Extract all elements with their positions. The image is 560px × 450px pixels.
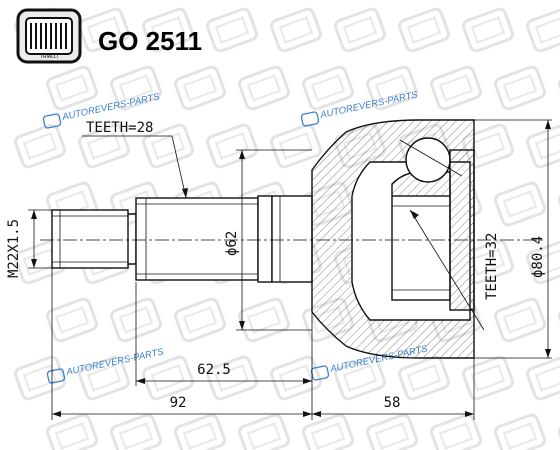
background-logo-tile [428,63,484,113]
background-logo-tile [172,411,228,450]
background-logo-tile [204,5,260,55]
background-logo-tile [524,353,560,403]
background-logo-tile [172,295,228,345]
background-logo-tile [236,63,292,113]
background-logo-tile [364,411,420,450]
background-logo-tile [236,411,292,450]
background-logo-tile [524,5,560,55]
background-logo-tile [268,121,324,171]
background-logo-tile [492,295,548,345]
background-logo-tile [524,121,560,171]
background-logo-tile [492,411,548,450]
background-logo-tile [396,5,452,55]
teeth-shaft-label: TEETH=28 [86,120,153,136]
length-92-label: 92 [170,395,187,411]
length-62-5-label: 62.5 [197,362,231,378]
dimension-lines [28,119,552,420]
background-logo-tile [396,353,452,403]
background-logo-tile [236,295,292,345]
length-58-label: 58 [384,395,401,411]
background-logo-tile [44,411,100,450]
background-logo-tile [204,121,260,171]
background-logo-tile [44,63,100,113]
watermark-text: AUTOREVERS-PARTS [64,346,165,378]
brand-logo-text: TRIALLI [40,54,58,60]
background-logo-tile [492,179,548,229]
background-logo-tile [140,353,196,403]
background-logo-tile [460,5,516,55]
teeth-housing-label: TEETH=32 [484,233,500,300]
housing-diameter-label: ϕ80.4 [530,236,546,278]
background-logo-tile [332,5,388,55]
shaft-diameter-label: ϕ62 [224,231,240,256]
brand-logo: TRIALLI [16,8,82,64]
background-logo-tile [12,353,68,403]
background-logo-tile [12,121,68,171]
background-logo-tile [492,63,548,113]
background-logo-tile [44,295,100,345]
watermark-bottom-left: AUTOREVERS-PARTS [46,346,165,384]
background-logo-tile [268,353,324,403]
cv-joint-outline [51,119,475,359]
background-logo-tile [300,411,356,450]
background-logo-tile [108,411,164,450]
part-number-title: GO 2511 [98,26,202,56]
background-logo-tile [268,5,324,55]
background-logo-tile [172,63,228,113]
thread-label: M22X1.5 [6,219,22,278]
dimension-arrows [31,120,551,417]
background-logo-tile [460,353,516,403]
